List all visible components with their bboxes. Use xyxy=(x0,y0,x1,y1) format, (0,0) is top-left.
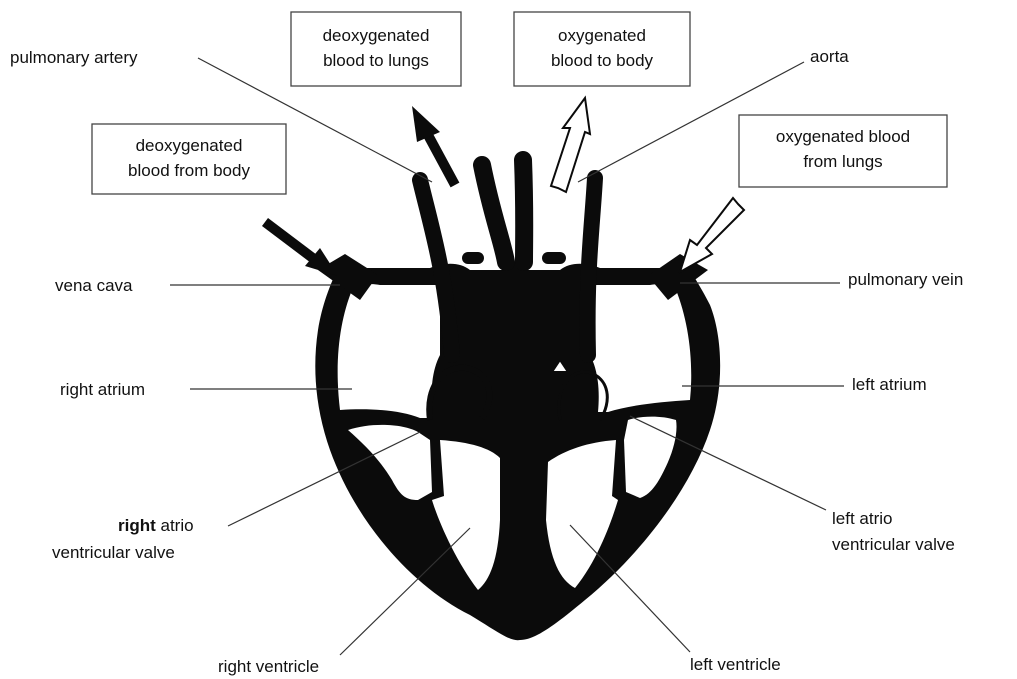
box-deoxy-to-lungs: deoxygenated blood to lungs xyxy=(291,12,461,86)
label-pulmonary-vein: pulmonary vein xyxy=(848,270,963,289)
label-pulmonary-artery: pulmonary artery xyxy=(10,48,138,67)
arrow-oxy-to-body-icon xyxy=(551,98,590,192)
box-oxy-from-lungs-line2: from lungs xyxy=(803,152,882,171)
label-right-av-valve-rest: atrio xyxy=(156,516,194,535)
box-oxy-from-lungs: oxygenated blood from lungs xyxy=(739,115,947,187)
box-oxy-to-body-line1: oxygenated xyxy=(558,26,646,45)
arrow-deoxy-from-body-icon xyxy=(265,222,338,276)
box-deoxy-from-body-line2: blood from body xyxy=(128,161,250,180)
box-deoxy-to-lungs-line1: deoxygenated xyxy=(323,26,430,45)
box-deoxy-to-lungs-line2: blood to lungs xyxy=(323,51,429,70)
label-left-av-valve-line2: ventricular valve xyxy=(832,535,955,554)
label-aorta: aorta xyxy=(810,47,849,66)
label-right-av-valve-bold: right xyxy=(118,516,156,535)
heart-outline xyxy=(315,262,720,640)
label-left-av-valve-line1: left atrio xyxy=(832,509,892,528)
arrow-oxy-from-lungs-icon xyxy=(680,198,744,272)
box-oxy-to-body: oxygenated blood to body xyxy=(514,12,690,86)
box-oxy-from-lungs-line1: oxygenated blood xyxy=(776,127,910,146)
box-deoxy-from-body-line1: deoxygenated xyxy=(136,136,243,155)
label-left-ventricle: left ventricle xyxy=(690,655,781,674)
label-right-atrium: right atrium xyxy=(60,380,145,399)
label-left-atrium: left atrium xyxy=(852,375,927,394)
label-right-av-valve-line2: ventricular valve xyxy=(52,543,175,562)
box-deoxy-from-body: deoxygenated blood from body xyxy=(92,124,286,194)
label-vena-cava: vena cava xyxy=(55,276,133,295)
box-oxy-to-body-line2: blood to body xyxy=(551,51,654,70)
label-right-ventricle: right ventricle xyxy=(218,657,319,676)
label-right-av-valve-line1: right atrio xyxy=(118,516,194,535)
